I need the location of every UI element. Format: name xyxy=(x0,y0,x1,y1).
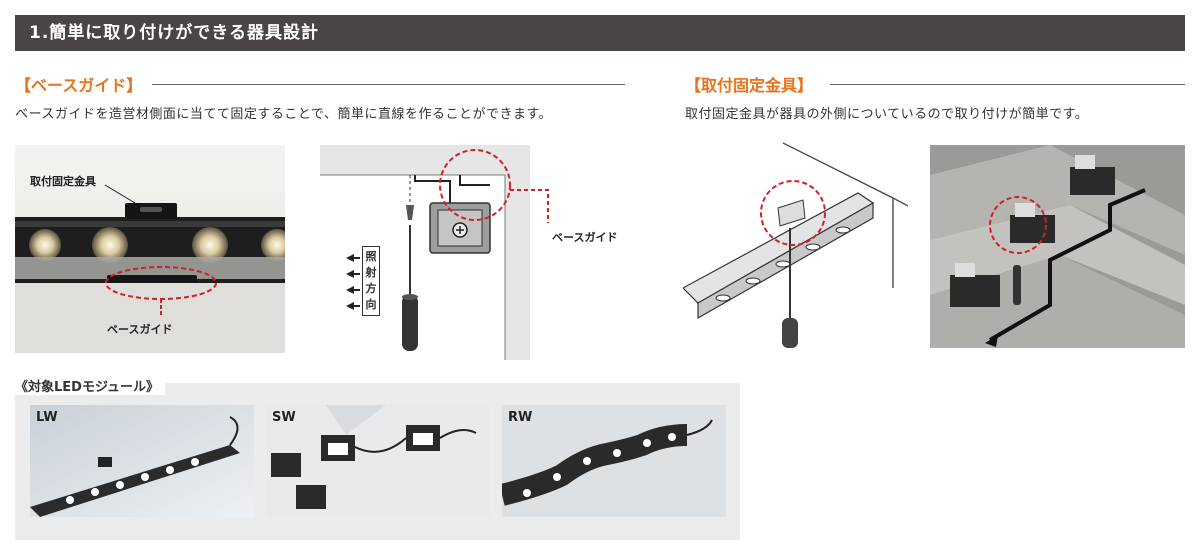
irradiation-direction-label: 照射方向 xyxy=(362,246,380,316)
photo-label-bracket: 取付固定金具 xyxy=(30,175,96,188)
base-guide-photo xyxy=(15,145,285,353)
section-title-bar: 1.簡単に取り付けができる器具設計 xyxy=(15,15,1185,51)
led-bar-closeup-image xyxy=(15,145,285,353)
module-label-rw: RW xyxy=(508,410,533,425)
bracket-installation-photo xyxy=(930,145,1185,348)
module-label-lw: LW xyxy=(36,410,58,425)
photo-label-base-guide: ベースガイド xyxy=(107,323,173,336)
bracket-heading: 【取付固定金具】 xyxy=(685,76,814,95)
base-guide-description: ベースガイドを造営材側面に当てて固定することで、簡単に直線を作ることができます。 xyxy=(15,107,553,122)
module-card-lw xyxy=(30,405,254,517)
base-guide-heading: 【ベースガイド】 xyxy=(15,76,143,95)
target-modules-heading: 《対象LEDモジュール》 xyxy=(15,376,166,395)
bracket-heading-rule xyxy=(830,84,1185,85)
bracket-drawing-image xyxy=(682,138,909,348)
module-rw-image xyxy=(502,405,726,517)
base-guide-heading-rule xyxy=(152,84,625,85)
module-sw-image xyxy=(266,405,490,517)
cross-section-image xyxy=(320,145,549,360)
installation-image xyxy=(930,145,1185,348)
module-card-sw xyxy=(266,405,490,517)
module-label-sw: SW xyxy=(272,410,296,425)
module-card-rw xyxy=(502,405,726,517)
module-lw-image xyxy=(30,405,254,517)
bracket-description: 取付固定金具が器具の外側についているので取り付けが簡単です。 xyxy=(685,107,1089,122)
diagram-label-base-guide: ベースガイド xyxy=(552,231,618,244)
base-guide-cross-section-diagram xyxy=(320,145,640,360)
section-title: 1.簡単に取り付けができる器具設計 xyxy=(29,23,319,43)
bracket-line-drawing xyxy=(682,138,909,353)
